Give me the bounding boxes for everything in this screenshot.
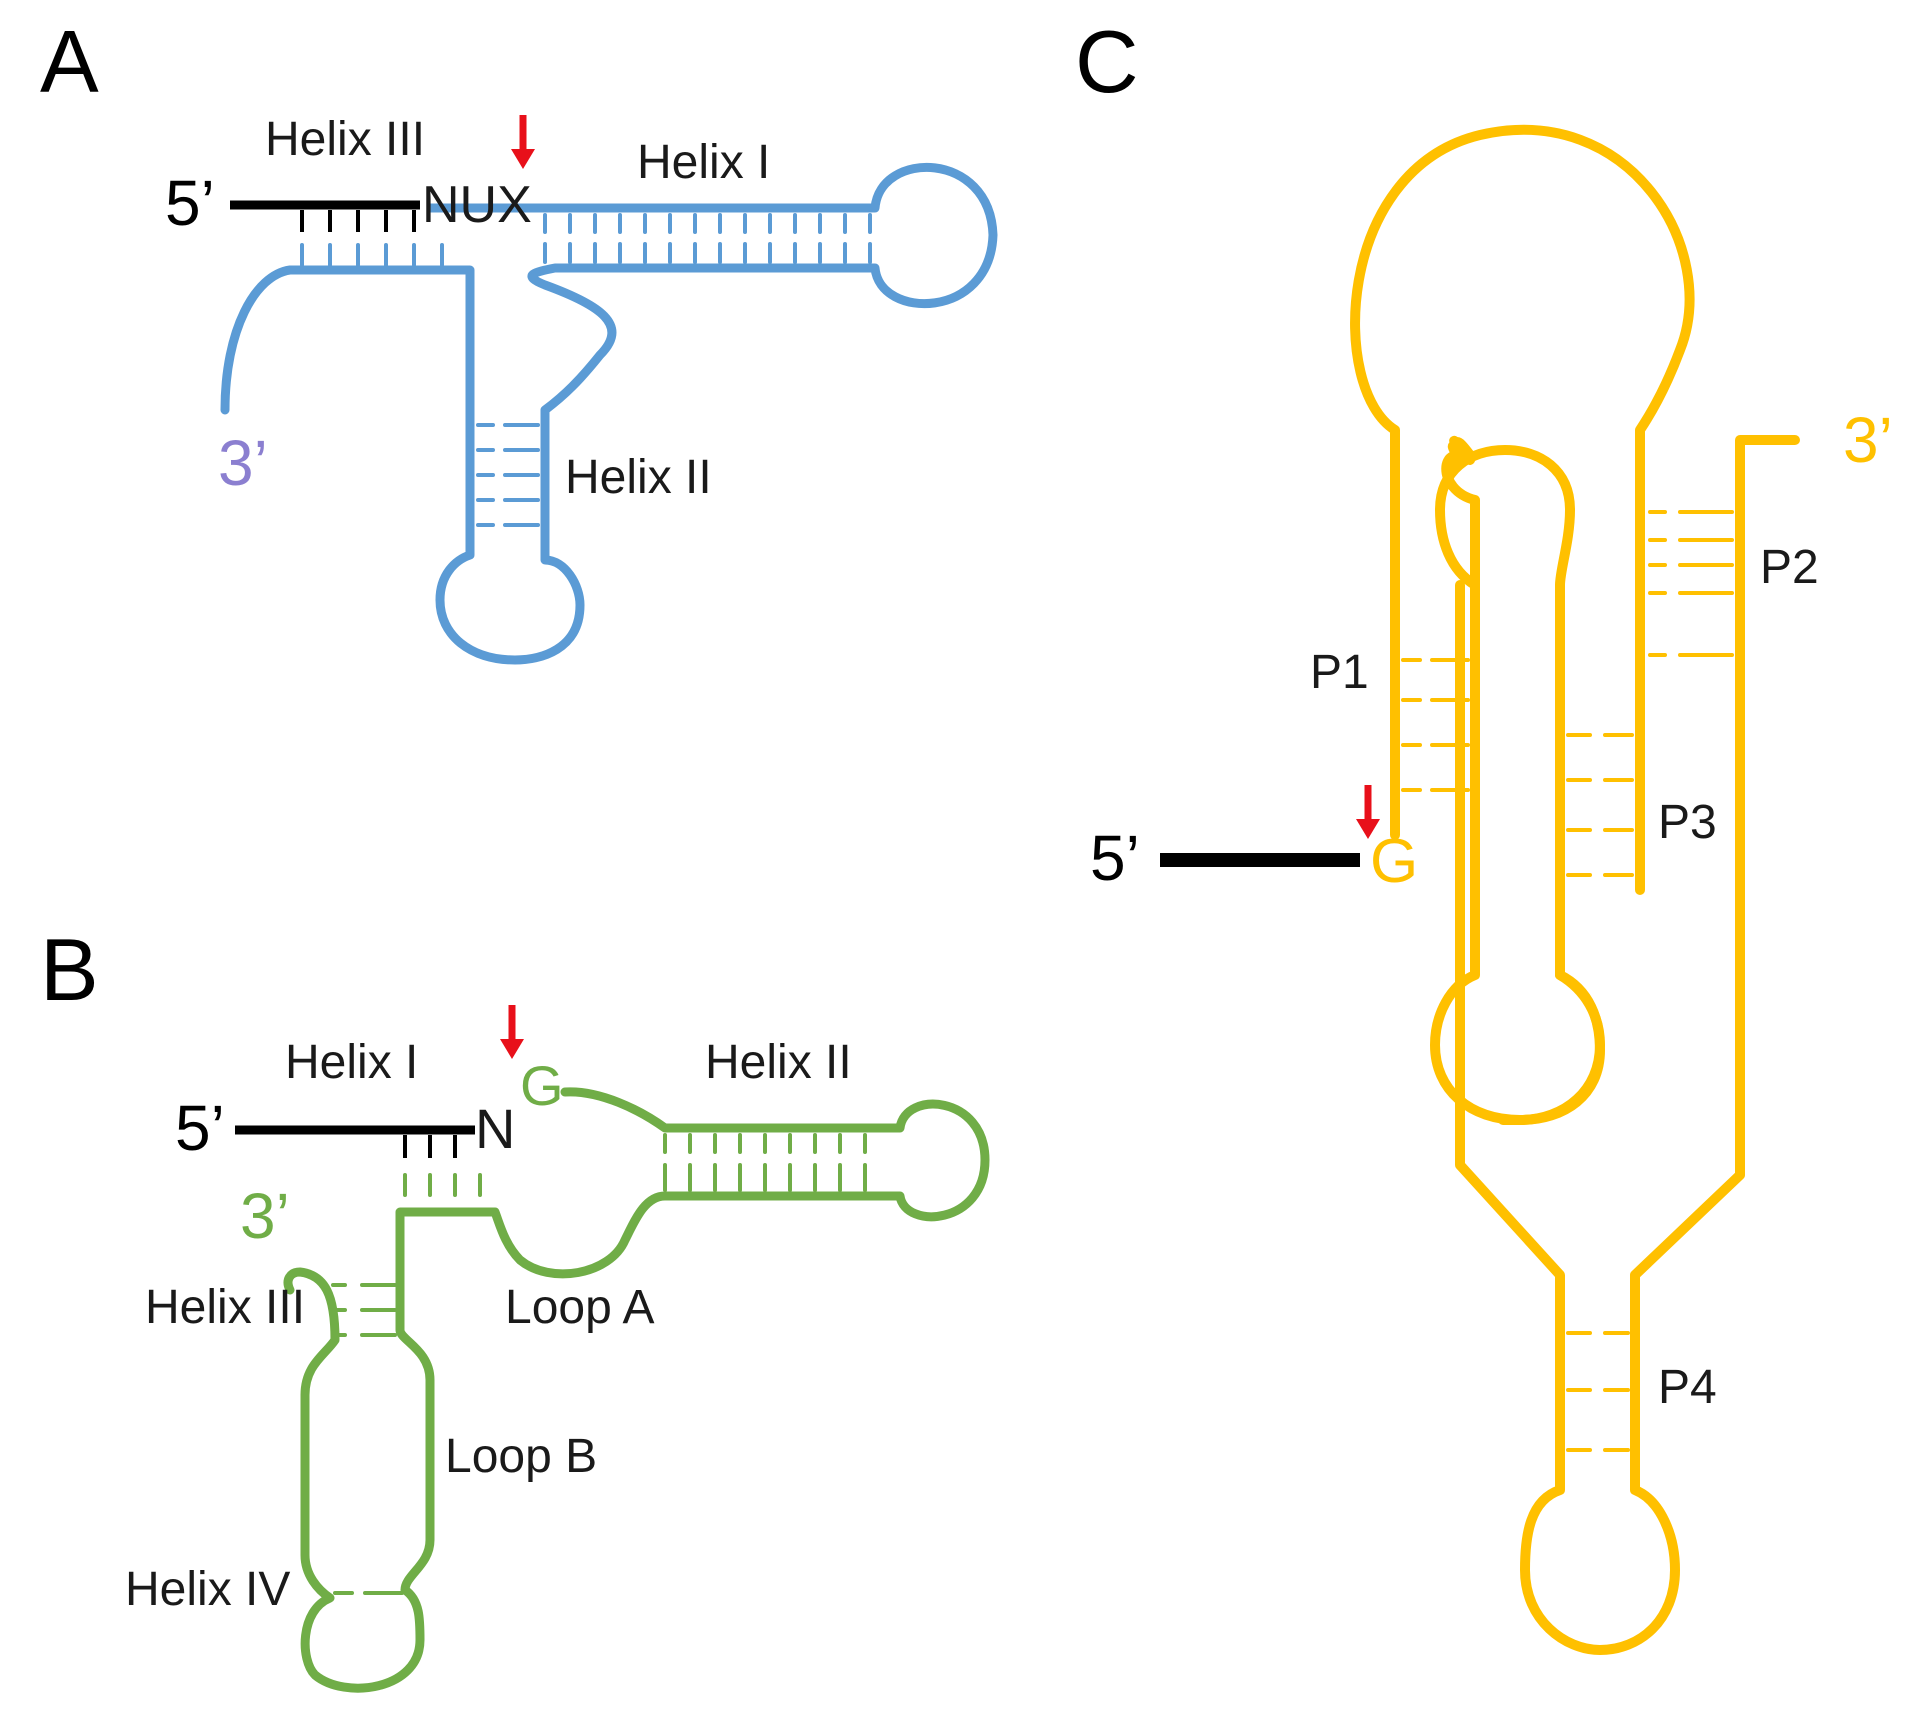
panel-c-twister-ribozyme: C (1075, 12, 1893, 1655)
panel-b-helix-iv-label: Helix IV (125, 1563, 290, 1616)
panel-b-hairpin-ribozyme: B (40, 920, 990, 1693)
panel-c-letter: C (1075, 12, 1139, 111)
panel-a-ribozyme-strand (220, 162, 998, 665)
panel-c-p3-label: P3 (1658, 796, 1717, 849)
panel-a-cleavage-site: NUX (422, 176, 532, 234)
panel-c-p4-label: P4 (1658, 1361, 1717, 1414)
panel-b-helix-i-label: Helix I (285, 1036, 418, 1089)
panel-b-nucleotide-n: N (475, 1097, 515, 1160)
panel-a-letter: A (40, 12, 99, 111)
panel-a-substrate-strand (230, 200, 740, 232)
panel-c-three-prime: 3’ (1843, 404, 1893, 476)
panel-b-cleavage-arrow (500, 1005, 524, 1059)
panel-c-nucleotide-g: G (1370, 827, 1418, 896)
panel-b-letter: B (40, 920, 99, 1019)
panel-c-p1-label: P1 (1310, 646, 1369, 699)
panel-a-cleavage-arrow (511, 115, 535, 169)
panel-b-three-prime: 3’ (240, 1180, 290, 1252)
panel-b-substrate-strand (235, 1125, 475, 1158)
panel-b-helix-iii-label: Helix III (145, 1281, 305, 1334)
panel-a-hammerhead-ribozyme: A (40, 12, 998, 665)
panel-b-nucleotide-g: G (520, 1054, 564, 1117)
panel-b-loop-a-label: Loop A (505, 1281, 654, 1334)
panel-a-helix-ii-label: Helix II (565, 451, 712, 504)
panel-c-ribozyme-strand (1350, 124, 1800, 1655)
panel-a-helix-iii-label: Helix III (265, 113, 425, 166)
panel-a-five-prime: 5’ (165, 167, 215, 239)
panel-b-five-prime: 5’ (175, 1092, 225, 1164)
panel-a-three-prime: 3’ (218, 427, 268, 499)
panel-b-helix-ii-label: Helix II (705, 1036, 852, 1089)
panel-c-p2-label: P2 (1760, 541, 1819, 594)
panel-c-five-prime: 5’ (1090, 822, 1140, 894)
panel-a-helix-i-label: Helix I (637, 136, 770, 189)
panel-b-loop-b-label: Loop B (445, 1430, 597, 1483)
panel-b-ribozyme-strand (283, 1087, 990, 1693)
